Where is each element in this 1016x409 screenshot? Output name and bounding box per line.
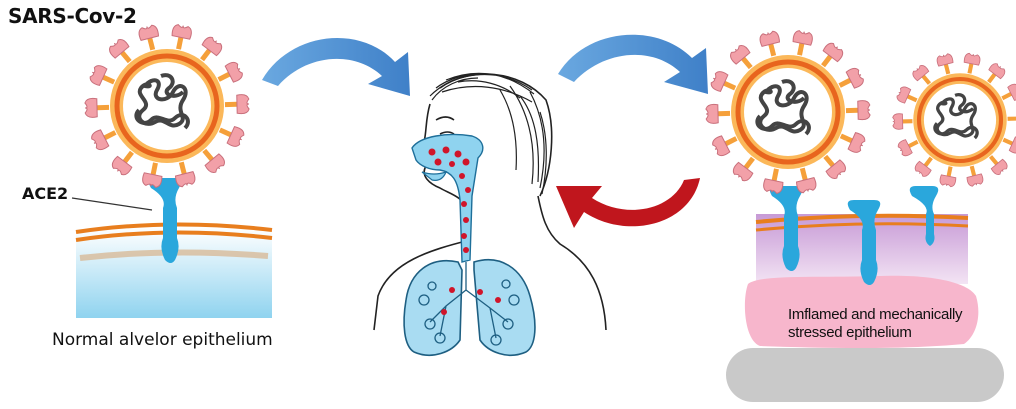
spike-protein (790, 30, 813, 57)
right-lung (474, 260, 535, 355)
inflamed-label-line2: stressed epithelium (788, 324, 912, 341)
left-lung (404, 261, 462, 355)
spike-protein (759, 30, 783, 58)
arrow-to-lungs (558, 35, 708, 94)
spike-protein (962, 53, 981, 75)
spike-protein (939, 165, 958, 187)
spike-protein (936, 53, 956, 76)
eyebrow (436, 117, 454, 120)
inflamed-label-line1: Imflamed and mechanically (788, 306, 962, 323)
spike-protein (1007, 111, 1016, 127)
ace2-pointer (72, 198, 152, 210)
virus-label: SARS-Cov-2 (8, 4, 137, 28)
airway (412, 135, 483, 263)
spike-protein (964, 164, 984, 187)
spike-protein (846, 101, 870, 121)
hair (430, 73, 546, 194)
virus-particle (706, 30, 870, 195)
normal-epithelium-label: Normal alvelor epithelium (52, 330, 273, 350)
receptor-label: ACE2 (22, 184, 68, 203)
substrate (726, 348, 1004, 402)
spike-protein (706, 104, 730, 124)
eye (440, 132, 454, 134)
virus-particle (85, 24, 249, 189)
feedback-arrow (556, 178, 700, 228)
lungs (404, 260, 535, 355)
arrow-to-airway (262, 38, 410, 96)
inflamed-epithelium-label: Imflamed and mechanically stressed epith… (788, 306, 1008, 342)
spike-protein (225, 95, 249, 115)
spike-protein (893, 113, 913, 129)
spike-protein (138, 24, 162, 52)
virus-particle (893, 53, 1016, 188)
spike-protein (169, 24, 192, 51)
spike-protein (85, 98, 109, 118)
